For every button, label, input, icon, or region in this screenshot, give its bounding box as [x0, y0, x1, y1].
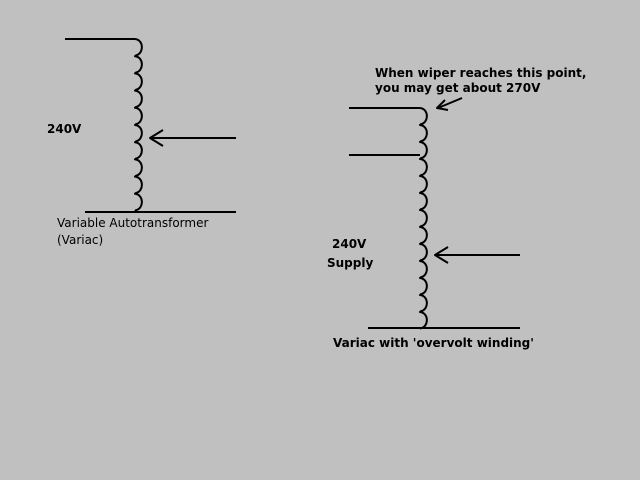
right-supply-label: Supply [327, 256, 374, 270]
left-caption-subtitle: (Variac) [57, 233, 104, 247]
right-note-line2: you may get about 270V [375, 81, 541, 95]
left-caption-title: Variable Autotransformer [57, 216, 209, 230]
right-wiper-arrowhead [434, 246, 449, 264]
right-coil [419, 107, 428, 330]
right-caption: Variac with 'overvolt winding' [333, 336, 534, 350]
left-wiper-arrowhead [149, 129, 164, 147]
right-voltage-label: 240V [332, 237, 367, 251]
note-pointer-shaft [437, 97, 463, 109]
right-note-line1: When wiper reaches this point, [375, 66, 587, 80]
left-coil [134, 38, 143, 212]
left-voltage-label: 240V [47, 122, 82, 136]
note-pointer-arrowhead [436, 99, 449, 111]
